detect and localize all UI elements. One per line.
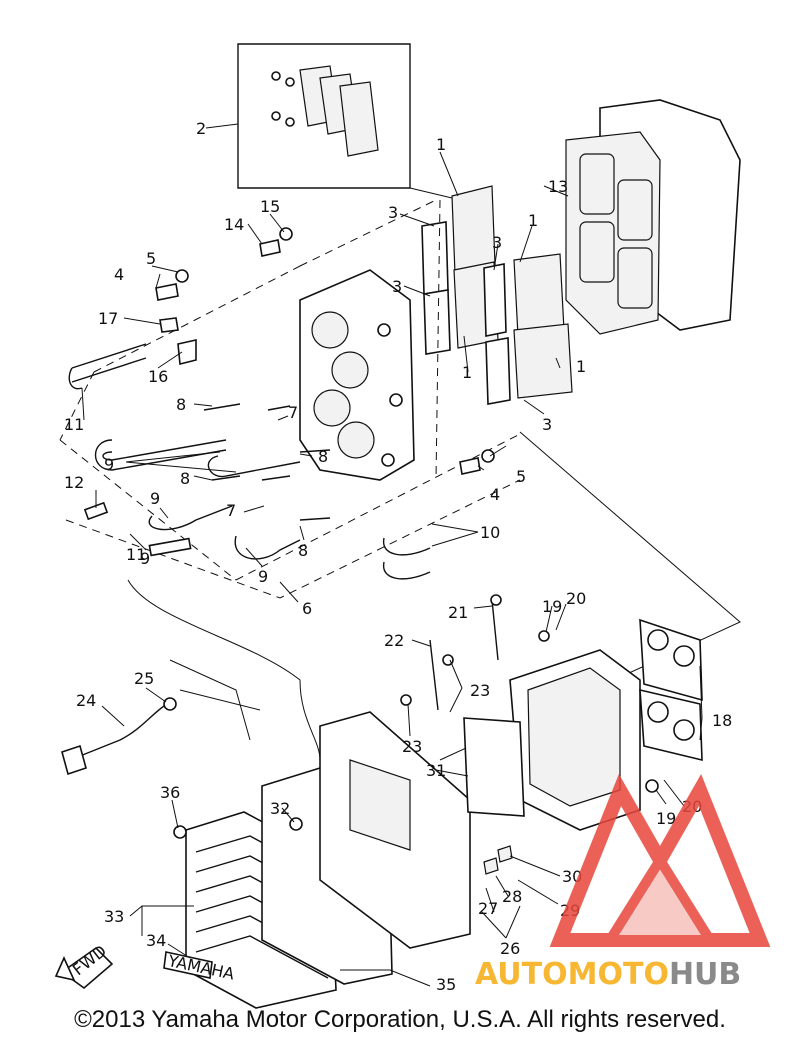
callout-label: 19 xyxy=(656,809,676,828)
callout-label: 9 xyxy=(150,489,160,508)
callout-label: 20 xyxy=(566,589,586,608)
callout-label: 4 xyxy=(490,485,500,504)
callout-label: 27 xyxy=(478,899,498,918)
callout-label: 2 xyxy=(196,119,206,138)
callout-label: 10 xyxy=(480,523,500,542)
hoses-fittings xyxy=(68,343,431,580)
callout-label: 16 xyxy=(148,367,168,386)
callout-label: 13 xyxy=(548,177,568,196)
callout-label: 18 xyxy=(712,711,732,730)
callout-label: 25 xyxy=(134,669,154,688)
callout-label: 36 xyxy=(160,783,180,802)
carburetor-assembly xyxy=(400,594,703,831)
callout-label: 33 xyxy=(104,907,124,926)
callout-label: 8 xyxy=(318,447,328,466)
callout-label: 11 xyxy=(64,415,84,434)
callout-label: 3 xyxy=(542,415,552,434)
callout-label: 35 xyxy=(436,975,456,994)
callout-label: 8 xyxy=(180,469,190,488)
callout-label: 7 xyxy=(288,403,298,422)
intake-manifold xyxy=(299,269,415,481)
callout-label: 5 xyxy=(146,249,156,268)
callout-label: 3 xyxy=(392,277,402,296)
automotohub-logo xyxy=(549,773,771,947)
callout-label: 8 xyxy=(298,541,308,560)
watermark-part-hub: HUB xyxy=(668,957,742,992)
callout-label: 14 xyxy=(224,215,244,234)
callout-label: 24 xyxy=(76,691,96,710)
callout-label: 23 xyxy=(402,737,422,756)
callout-label: 4 xyxy=(114,265,124,284)
callout-label: 19 xyxy=(542,597,562,616)
hose-assembly-box-6 xyxy=(59,199,521,599)
callout-label: 5 xyxy=(516,467,526,486)
fwd-arrow: FWD xyxy=(54,941,114,990)
copyright-notice: ©2013 Yamaha Motor Corporation, U.S.A. A… xyxy=(74,1006,726,1033)
callout-label: 15 xyxy=(260,197,280,216)
sensor-24-25 xyxy=(61,659,261,776)
reed-valve-inset xyxy=(237,43,453,199)
callout-label: 17 xyxy=(98,309,118,328)
callout-label: 9 xyxy=(140,549,150,568)
callout-label: 3 xyxy=(492,233,502,252)
callout-label: 3 xyxy=(388,203,398,222)
callout-label: 32 xyxy=(270,799,290,818)
automotohub-watermark: AUTOMOTOHUB xyxy=(475,957,741,992)
watermark-part-moto: MOTO xyxy=(567,957,669,992)
callout-label: 31 xyxy=(426,761,446,780)
callout-label: 6 xyxy=(302,599,312,618)
callout-label: 28 xyxy=(502,887,522,906)
callout-label: 9 xyxy=(258,567,268,586)
callout-label: 1 xyxy=(436,135,446,154)
callout-label: 22 xyxy=(384,631,404,650)
callout-label: 1 xyxy=(576,357,586,376)
callout-label: 34 xyxy=(146,931,166,950)
leader-lines xyxy=(81,123,703,987)
callout-label: 26 xyxy=(500,939,520,958)
callout-label: 11 xyxy=(126,545,146,564)
callout-label: 7 xyxy=(226,501,236,520)
watermark-part-auto: AUTO xyxy=(475,957,568,992)
crankcase-block-13 xyxy=(565,99,741,335)
silencer-cover-33 xyxy=(173,711,525,1009)
callout-label: 23 xyxy=(470,681,490,700)
reed-valves xyxy=(421,185,573,405)
callout-label: 12 xyxy=(64,473,84,492)
callout-label: 1 xyxy=(462,363,472,382)
callout-label: 9 xyxy=(104,455,114,474)
callout-label: 8 xyxy=(176,395,186,414)
callout-label: 21 xyxy=(448,603,468,622)
callout-label: 1 xyxy=(528,211,538,230)
